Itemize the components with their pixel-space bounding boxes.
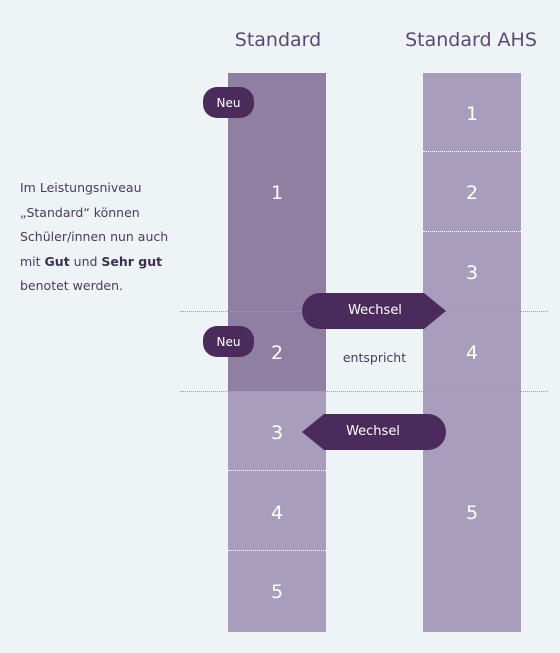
right-separator-2-3 xyxy=(423,231,521,232)
description-line-4-pre: mit xyxy=(20,253,45,269)
new-badge-grade-2: Neu xyxy=(203,326,254,357)
left-grade-2: 2 xyxy=(270,342,284,364)
right-grade-4: 4 xyxy=(465,342,479,364)
dividing-line-lower xyxy=(180,391,548,392)
left-grade-1: 1 xyxy=(270,182,284,204)
left-column-title: Standard xyxy=(234,29,322,51)
description-line-4: mit Gut und Sehr gut xyxy=(20,250,190,275)
description-text: Im Leistungsniveau „Standard“ können Sch… xyxy=(20,176,190,299)
left-separator-4-5 xyxy=(228,550,326,551)
equivalent-label: entspricht xyxy=(342,350,407,365)
description-bold-sehr-gut: Sehr gut xyxy=(101,253,163,269)
switch-arrow-right-label: Wechsel xyxy=(348,303,402,318)
description-bold-gut: Gut xyxy=(44,253,70,269)
right-grade-1: 1 xyxy=(465,103,479,125)
right-column-title: Standard AHS xyxy=(405,29,537,51)
left-grade-5: 5 xyxy=(270,581,284,603)
description-line-4-mid: und xyxy=(69,253,102,269)
right-grade-3: 3 xyxy=(465,262,479,284)
right-grade-2: 2 xyxy=(465,182,479,204)
right-grade-5: 5 xyxy=(465,502,479,524)
left-grade-4: 4 xyxy=(270,502,284,524)
description-line-3: Schüler/innen nun auch xyxy=(20,229,169,244)
left-grade-3: 3 xyxy=(270,422,284,444)
left-separator-3-4 xyxy=(228,470,326,471)
right-separator-1-2 xyxy=(423,151,521,152)
switch-arrow-left-label: Wechsel xyxy=(346,424,400,439)
switch-arrow-right-icon xyxy=(302,293,446,329)
switch-arrow-left-icon xyxy=(302,414,446,450)
description-line-2: „Standard“ können xyxy=(20,204,140,220)
new-badge-grade-1: Neu xyxy=(203,87,254,118)
ahs-column xyxy=(423,73,521,632)
description-line-1: Im Leistungsniveau xyxy=(20,180,142,195)
description-line-5: benotet werden. xyxy=(20,278,124,293)
